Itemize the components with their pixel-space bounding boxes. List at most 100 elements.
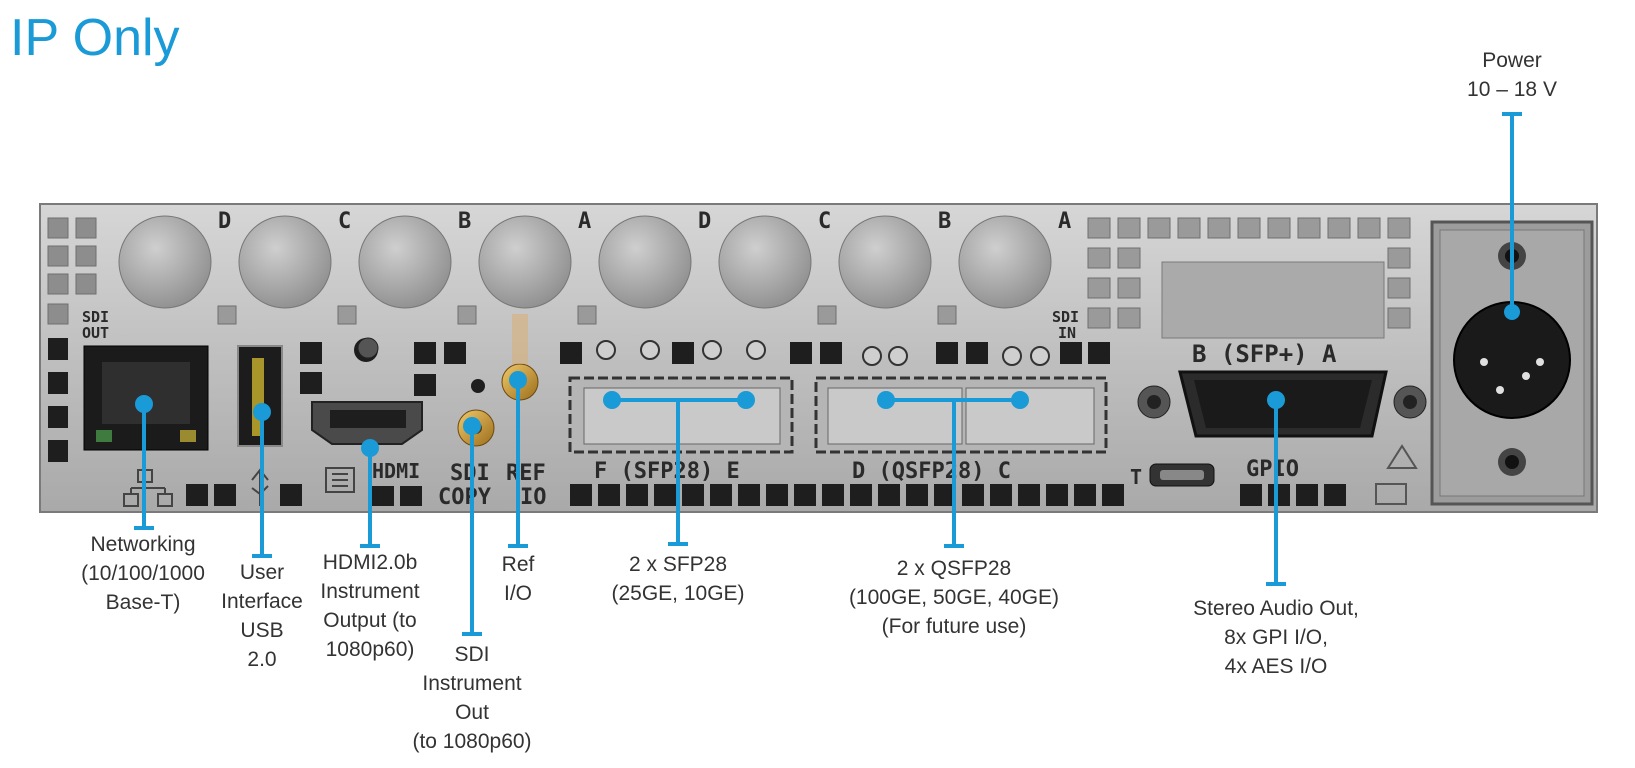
- callout-qsfp28: 2 x QSFP28 (100GE, 50GE, 40GE) (For futu…: [834, 554, 1074, 641]
- sdi-connector: [118, 215, 212, 309]
- callout-ref: Ref I/O: [478, 550, 558, 608]
- callout-usb: User Interface USB 2.0: [202, 558, 322, 674]
- callout-line: User: [239, 561, 285, 584]
- status-indicator-row: [357, 337, 1110, 366]
- callout-line: (100GE, 50GE, 40GE): [848, 586, 1060, 609]
- callout-line: 4x AES I/O: [1224, 655, 1328, 678]
- callout-line: 1080p60): [325, 638, 415, 661]
- callout-line: 2 x SFP28: [628, 553, 728, 576]
- leader-dot-sdi: [463, 417, 481, 435]
- callout-line: (For future use): [881, 615, 1027, 638]
- qsfp28-cage: [814, 376, 1108, 454]
- sdi-out-label-line1: SDI: [82, 308, 109, 326]
- hdmi-symbol-icon: [325, 467, 355, 493]
- sdi-connectors: [118, 215, 1052, 309]
- sdi-connector: [838, 215, 932, 309]
- sdi-in-label-b: B: [938, 209, 951, 234]
- sdi-copy-label-line2: COPY: [438, 485, 492, 510]
- leader-dot-usb: [253, 403, 271, 421]
- callout-leaders: [134, 112, 1522, 636]
- leader-audio: [1266, 400, 1286, 586]
- page-title: IP Only: [10, 9, 180, 67]
- leader-dot-qsfp28-b: [1011, 391, 1029, 409]
- leader-usb: [252, 412, 272, 558]
- sdi-out-label-a: A: [578, 209, 591, 234]
- leader-ref: [508, 380, 528, 548]
- left-vents: [47, 217, 97, 325]
- sdi-connector: [958, 215, 1052, 309]
- right-vents: [1087, 217, 1411, 329]
- callout-line: Power: [1482, 49, 1542, 72]
- callout-line: Output (to: [323, 609, 417, 632]
- sdi-connector: [238, 215, 332, 309]
- left-block-column: [48, 338, 68, 462]
- leader-dot-networking: [135, 395, 153, 413]
- callout-line: Out: [455, 701, 489, 724]
- sdi-out-label-b: B: [458, 209, 471, 234]
- leader-dot-hdmi: [361, 439, 379, 457]
- callout-line: 8x GPI I/O,: [1224, 626, 1328, 649]
- sdi-in-label-d: D: [698, 209, 711, 234]
- callout-sdi: SDI Instrument Out (to 1080p60): [392, 640, 552, 756]
- callout-line: HDMI2.0b: [322, 551, 418, 574]
- sfp28-panel-label: F (SFP28) E: [594, 459, 740, 484]
- micro-usb-port: [1149, 463, 1215, 487]
- leader-dot-sfp28-b: [737, 391, 755, 409]
- t-panel-label: T: [1130, 465, 1142, 489]
- callout-power: Power 10 – 18 V: [1432, 46, 1592, 104]
- ref-io-label-line1: REF: [506, 461, 546, 486]
- callout-hdmi: HDMI2.0b Instrument Output (to 1080p60): [306, 548, 434, 664]
- qsfp28-panel-label: D (QSFP28) C: [852, 459, 1011, 484]
- sdi-out-label-d: D: [218, 209, 231, 234]
- bottom-squares: [186, 484, 1346, 506]
- leader-power: [1502, 112, 1522, 312]
- sdi-in-label-a: A: [1058, 209, 1071, 234]
- callout-line: SDI: [454, 643, 490, 666]
- hdmi-panel-label: HDMI: [372, 459, 420, 483]
- sdi-in-label-line2: IN: [1058, 324, 1076, 342]
- leader-hdmi: [360, 448, 380, 548]
- callout-line: 2.0: [247, 648, 277, 671]
- callout-audio: Stereo Audio Out, 8x GPI I/O, 4x AES I/O: [1166, 594, 1386, 681]
- callout-sfp28: 2 x SFP28 (25GE, 10GE): [598, 550, 758, 608]
- warning-icon: [1386, 444, 1418, 469]
- sfp28-cage: [568, 376, 794, 454]
- leader-dot-ref: [509, 371, 527, 389]
- callout-line: Networking: [90, 533, 196, 556]
- callout-line: Base-T): [105, 591, 181, 614]
- sdi-led-squares: [217, 305, 957, 325]
- sdi-copy-label-line1: SDI: [450, 461, 490, 486]
- callout-line: (to 1080p60): [412, 730, 532, 753]
- sdi-in-label-line1: SDI: [1052, 308, 1079, 326]
- callout-networking: Networking (10/100/1000 Base-T): [38, 530, 248, 617]
- sdi-in-label-c: C: [818, 209, 831, 234]
- callout-line: 2 x QSFP28: [896, 557, 1012, 580]
- callout-line: USB: [240, 619, 284, 642]
- leader-sdi: [462, 426, 482, 636]
- callout-line: Stereo Audio Out,: [1193, 597, 1359, 620]
- leader-dot-sfp28-a: [603, 391, 621, 409]
- gpio-panel-label: GPIO: [1246, 457, 1299, 482]
- sdi-out-label-line2: OUT: [82, 324, 109, 342]
- leader-dot-power: [1504, 304, 1520, 320]
- callout-line: (25GE, 10GE): [611, 582, 745, 605]
- ref-io-label-line2: IO: [520, 485, 547, 510]
- callout-line: I/O: [503, 582, 532, 605]
- manual-icon: [1375, 483, 1407, 505]
- leader-qsfp28: [886, 398, 1020, 548]
- callout-line: Instrument: [320, 580, 420, 603]
- callout-line: (10/100/1000: [81, 562, 205, 585]
- leader-networking: [134, 404, 154, 530]
- sfp-plus-panel-label: B (SFP+) A: [1192, 340, 1337, 368]
- sdi-connector: [598, 215, 692, 309]
- label-plate: [1161, 261, 1385, 339]
- callout-line: Ref: [501, 553, 535, 576]
- sdi-connector: [478, 215, 572, 309]
- sdi-connector: [718, 215, 812, 309]
- leader-dot-audio: [1267, 391, 1285, 409]
- leader-sfp28: [612, 398, 746, 546]
- sdi-connector: [358, 215, 452, 309]
- callout-line: 10 – 18 V: [1467, 78, 1557, 101]
